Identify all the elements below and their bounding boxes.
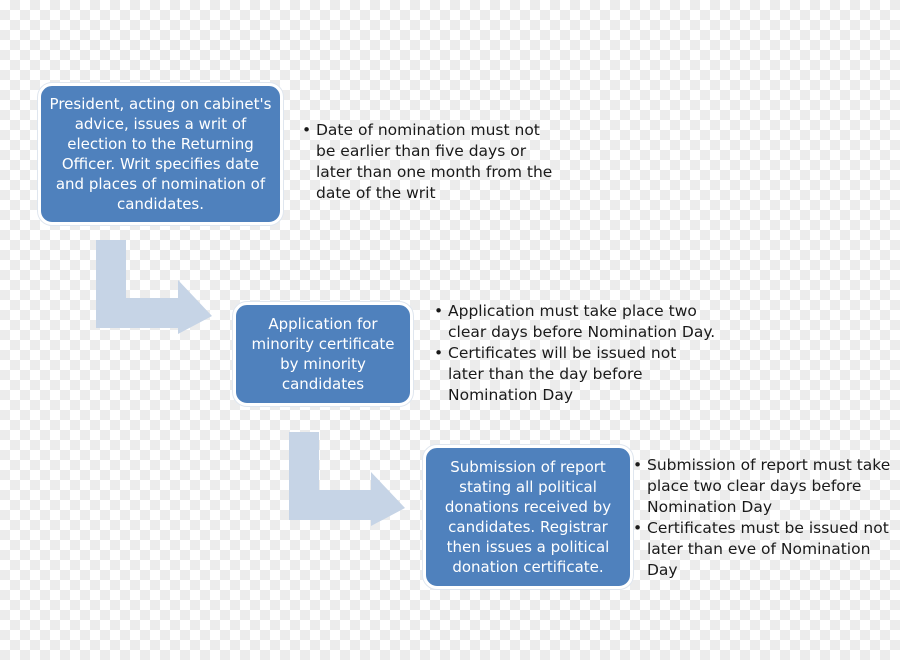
step-2-text: Application for minority certificate by … (251, 315, 395, 393)
step-3-notes: Submission of report must take place two… (633, 455, 898, 581)
step-2-note-2: Certificates will be issued not later th… (434, 343, 724, 406)
step-1-box: President, acting on cabinet's advice, i… (38, 83, 283, 225)
step-1-text: President, acting on cabinet's advice, i… (49, 95, 272, 213)
step-2-notes: Application must take place two clear da… (434, 301, 724, 406)
bent-arrow-1-icon (96, 240, 212, 334)
step-3-note-1: Submission of report must take place two… (633, 455, 898, 518)
step-2-note-1: Application must take place two clear da… (434, 301, 724, 343)
step-3-text: Submission of report stating all politic… (444, 458, 612, 576)
step-3-box: Submission of report stating all politic… (423, 445, 633, 589)
step-1-notes: Date of nomination must not be earlier t… (302, 120, 582, 204)
step-3-note-2: Certificates must be issued not later th… (633, 518, 898, 581)
step-1-note-1: Date of nomination must not be earlier t… (302, 120, 582, 204)
bent-arrow-2-icon (289, 432, 405, 526)
step-2-box: Application for minority certificate by … (233, 302, 413, 406)
